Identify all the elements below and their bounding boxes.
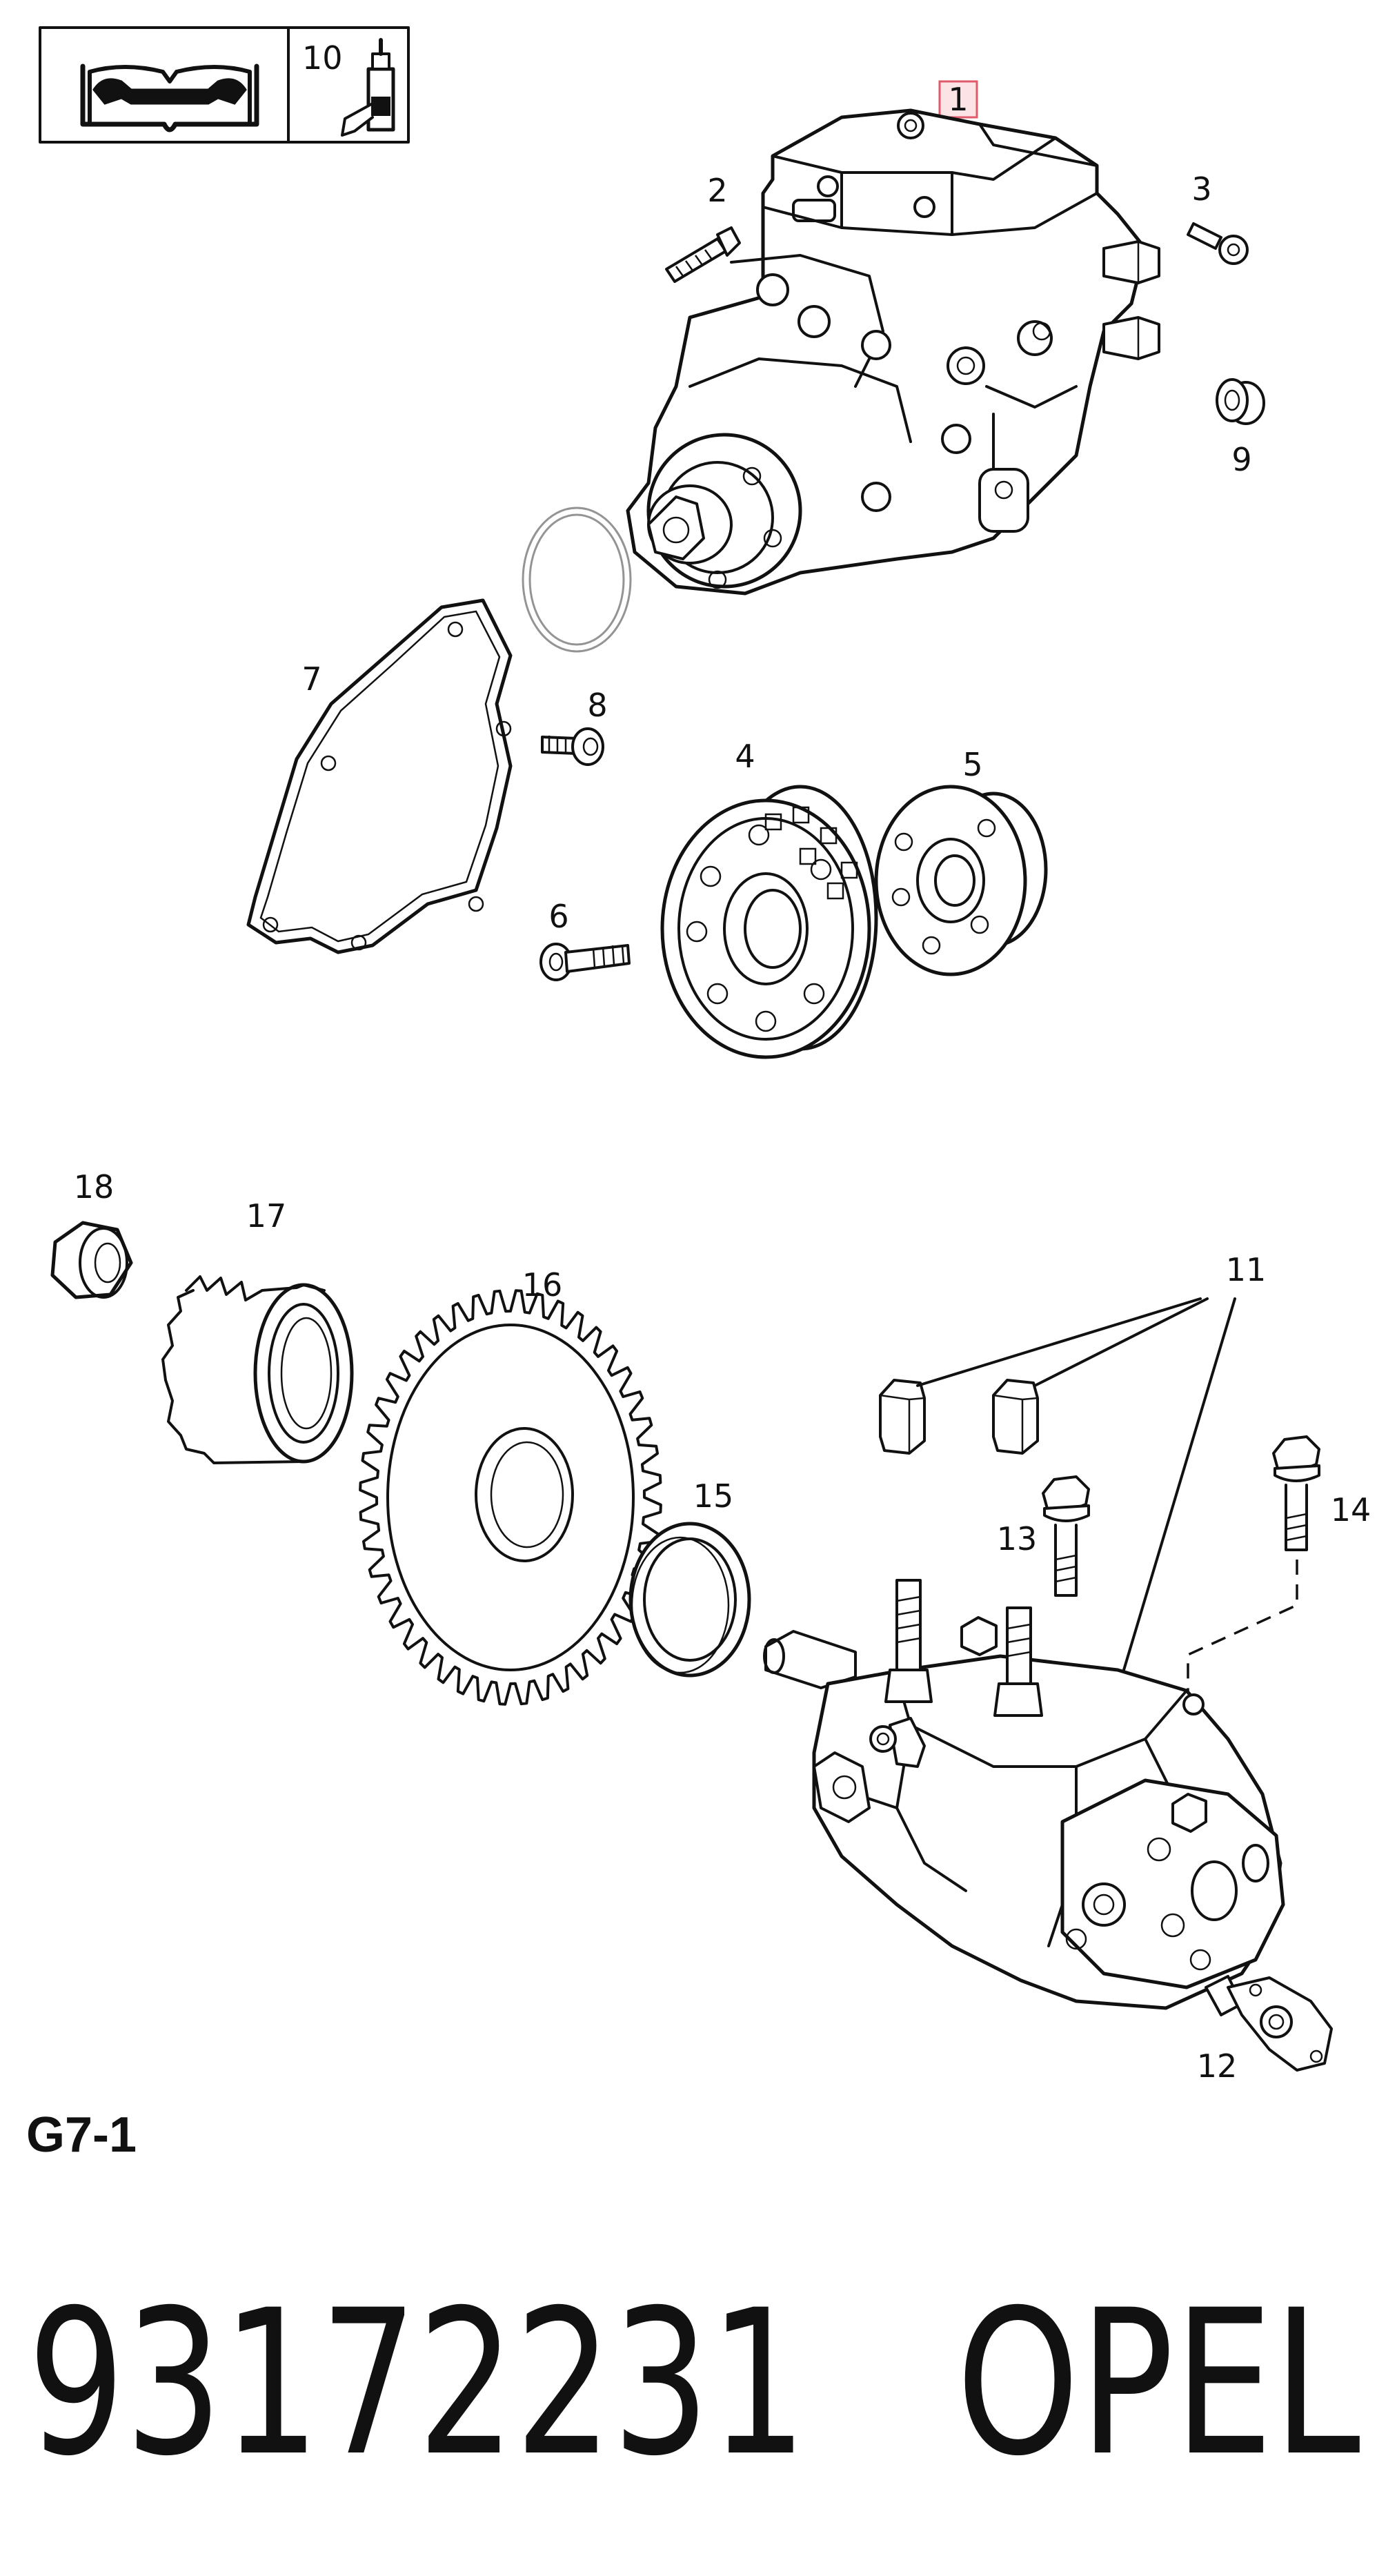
wrench-book-icon — [80, 63, 259, 132]
callout-part-12: 12 — [1197, 2047, 1238, 2085]
callout-part-7: 7 — [301, 660, 321, 698]
o-ring — [522, 507, 632, 653]
sheet-code: G7-1 — [26, 2107, 137, 2163]
solenoid-part-12: 12 — [1197, 1975, 1333, 2085]
part-number: 93172231 — [28, 2268, 807, 2500]
header-icon-box: 10 — [39, 26, 410, 144]
callout-part-17: 17 — [246, 1197, 287, 1235]
callout-part-15: 15 — [693, 1477, 734, 1515]
callout-part-5: 5 — [962, 746, 982, 783]
bush-part-9: 9 — [1216, 378, 1265, 478]
seal-part-15: 15 — [628, 1477, 751, 1678]
callout-part-13: 13 — [997, 1520, 1038, 1557]
injection-pump-top — [626, 108, 1160, 596]
flange-part-5: 5 — [874, 746, 1048, 976]
brand-name: OPEL — [956, 2268, 1361, 2500]
callout-part-1-highlight: 1 — [938, 80, 978, 119]
screw-part-2: 2 — [665, 172, 741, 283]
gasket-part-7: 7 — [246, 598, 513, 954]
callout-part-3: 3 — [1191, 170, 1211, 208]
callout-part-18: 18 — [74, 1168, 115, 1206]
callout-part-4: 4 — [735, 738, 755, 775]
caps-part-11: 11 — [879, 1251, 1267, 1678]
screw-part-3: 3 — [1187, 170, 1249, 265]
sprocket-part-17: 17 — [161, 1197, 354, 1464]
callout-part-1: 1 — [948, 81, 968, 118]
callout-part-9: 9 — [1231, 441, 1251, 478]
callout-part-2: 2 — [707, 172, 727, 209]
nut-part-18: 18 — [50, 1168, 133, 1299]
screw-part-8: 8 — [541, 687, 608, 766]
callout-part-6: 6 — [548, 898, 568, 935]
callout-part-14: 14 — [1331, 1491, 1371, 1528]
sealant-bottle-icon: 10 — [302, 38, 395, 137]
gear-part-16: 16 — [359, 1266, 662, 1706]
hub-part-4: 4 — [660, 738, 878, 1059]
injection-pump-bottom — [763, 1579, 1285, 2010]
bolt-part-13: 13 — [997, 1475, 1090, 1597]
adhesive-ref-label: 10 — [302, 39, 343, 77]
callout-part-11: 11 — [1226, 1251, 1267, 1288]
callout-part-16: 16 — [522, 1266, 563, 1304]
screw-part-6: 6 — [539, 898, 631, 981]
bolt-part-14: 14 — [1187, 1435, 1371, 1692]
callout-part-8: 8 — [587, 687, 607, 724]
